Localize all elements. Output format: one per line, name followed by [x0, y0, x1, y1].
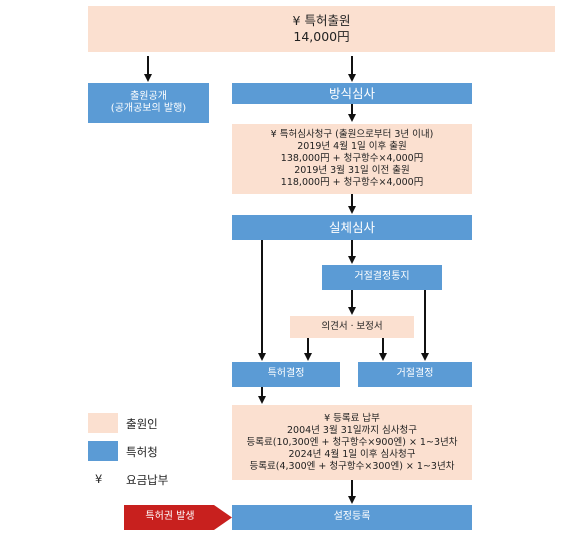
exam-request-line-4: 2019년 3월 31일 이전 출원	[294, 165, 410, 176]
exam-request-line-2: 2019년 4월 1일 이후 출원	[297, 141, 407, 152]
node-patent-filing: ¥ 특허출원 14,000円	[88, 6, 555, 52]
legend-label-applicant: 출원인	[126, 417, 158, 431]
filing-fee: 14,000円	[293, 29, 350, 44]
node-registration-fee: ¥ 등록료 납부 2004년 3월 31일까지 심사청구 등록료(10,300엔…	[232, 405, 472, 480]
node-formality-exam: 방식심사	[232, 83, 472, 104]
patent-issued-arrow-shape	[124, 505, 232, 530]
node-publication: 출원공개 (공개공보의 발행)	[88, 83, 209, 123]
legend-swatch-applicant	[88, 413, 118, 433]
node-grant-decision: 특허결정	[232, 362, 340, 387]
registration-fee-line-2: 2004년 3월 31일까지 심사청구	[286, 424, 418, 436]
legend-label-office: 특허청	[126, 445, 158, 459]
filing-label: ¥ 특허출원	[292, 13, 351, 28]
node-rejection-decision: 거절결정	[358, 362, 472, 387]
exam-request-line-5: 118,000円 + 청구항수×4,000円	[280, 177, 424, 188]
exam-request-line-3: 138,000円 + 청구항수×4,000円	[280, 153, 424, 164]
registration-fee-line-3: 등록료(10,300엔 + 청구항수×900엔) × 1~3년차	[246, 436, 458, 448]
node-exam-request: ¥ 특허심사청구 (출원으로부터 3년 이내) 2019년 4월 1일 이후 출…	[232, 124, 472, 194]
exam-request-line-1: ¥ 특허심사청구 (출원으로부터 3년 이내)	[270, 129, 434, 140]
publication-label: 출원공개	[130, 90, 167, 102]
node-rejection-notice: 거절결정통지	[322, 265, 442, 290]
legend-swatch-office	[88, 441, 118, 461]
legend-yen-icon: ¥	[95, 472, 103, 486]
publication-sub: (공개공보의 발행)	[110, 103, 187, 114]
legend-label-fee: 요금납부	[126, 473, 169, 487]
registration-fee-line-1: ¥ 등록료 납부	[324, 412, 380, 424]
registration-fee-line-5: 등록료(4,300엔 + 청구항수×300엔) × 1~3년차	[249, 460, 455, 472]
node-registration: 설정등록	[232, 505, 472, 530]
node-substantive-exam: 실체심사	[232, 215, 472, 240]
node-patent-issued: 특허권 발생	[145, 511, 195, 523]
registration-fee-line-4: 2024년 4월 1일 이후 심사청구	[288, 448, 416, 460]
node-opinion-amendment: 의견서ㆍ보정서	[290, 316, 414, 338]
